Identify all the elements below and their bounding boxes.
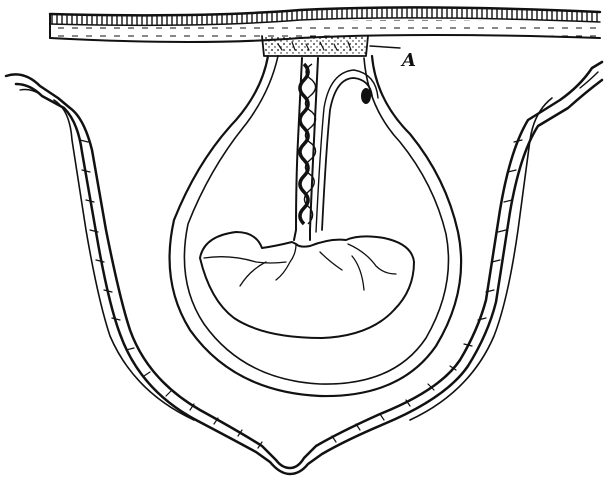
side-vessel <box>316 70 378 232</box>
attachment-region <box>262 36 400 56</box>
label-a: A <box>400 50 416 71</box>
lower-sac <box>200 232 414 338</box>
twisted-cord <box>294 58 318 240</box>
bulb <box>361 88 371 104</box>
